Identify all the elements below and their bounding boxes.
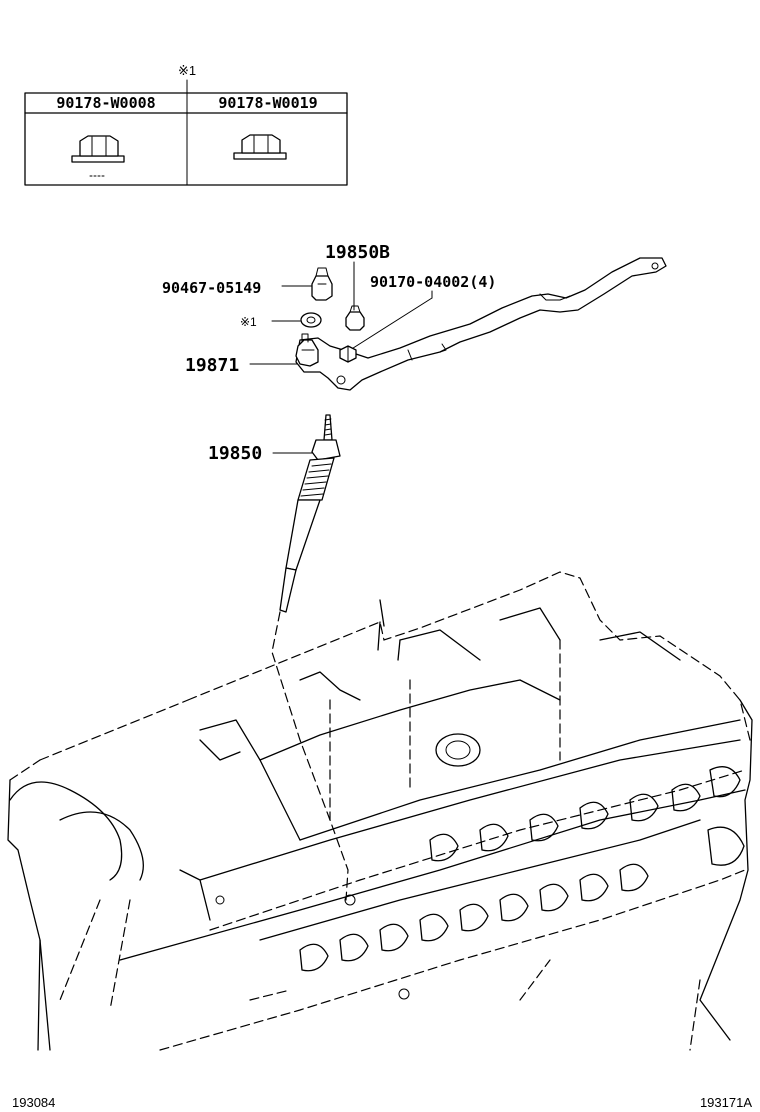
connector-bus-bar xyxy=(295,257,667,391)
part-no-col-2: 90178-W0019 xyxy=(218,94,317,112)
part-no-col-1: 90178-W0008 xyxy=(56,94,155,112)
bracket-19871-icon xyxy=(295,333,319,367)
nut-table: ※1 90178-W0008 90178-W0019 xyxy=(24,63,348,186)
callout-90170-04002: 90170-04002(4) xyxy=(370,273,496,291)
install-line xyxy=(271,611,349,901)
flange-nut-icon xyxy=(71,135,125,177)
callout-90467-05149: 90467-05149 xyxy=(162,279,261,297)
terminal-19850b-icon xyxy=(345,305,365,331)
callout-19871: 19871 xyxy=(185,355,239,376)
nut-90170-icon xyxy=(339,345,357,363)
leader-lines xyxy=(249,261,433,454)
washer-icon xyxy=(300,312,322,328)
callout-19850B: 19850B xyxy=(325,242,390,263)
flange-nut-icon xyxy=(233,134,287,160)
cylinder-head-outline xyxy=(7,571,753,1051)
footer-left-code: 193084 xyxy=(12,1095,55,1110)
table-note-mark: ※1 xyxy=(178,63,196,78)
callout-19850: 19850 xyxy=(208,443,262,464)
callout-note-mark: ※1 xyxy=(240,315,257,329)
footer-right-code: 193171A xyxy=(700,1095,752,1110)
glow-plug-19850 xyxy=(279,414,341,613)
nut-90467-icon xyxy=(311,267,333,301)
